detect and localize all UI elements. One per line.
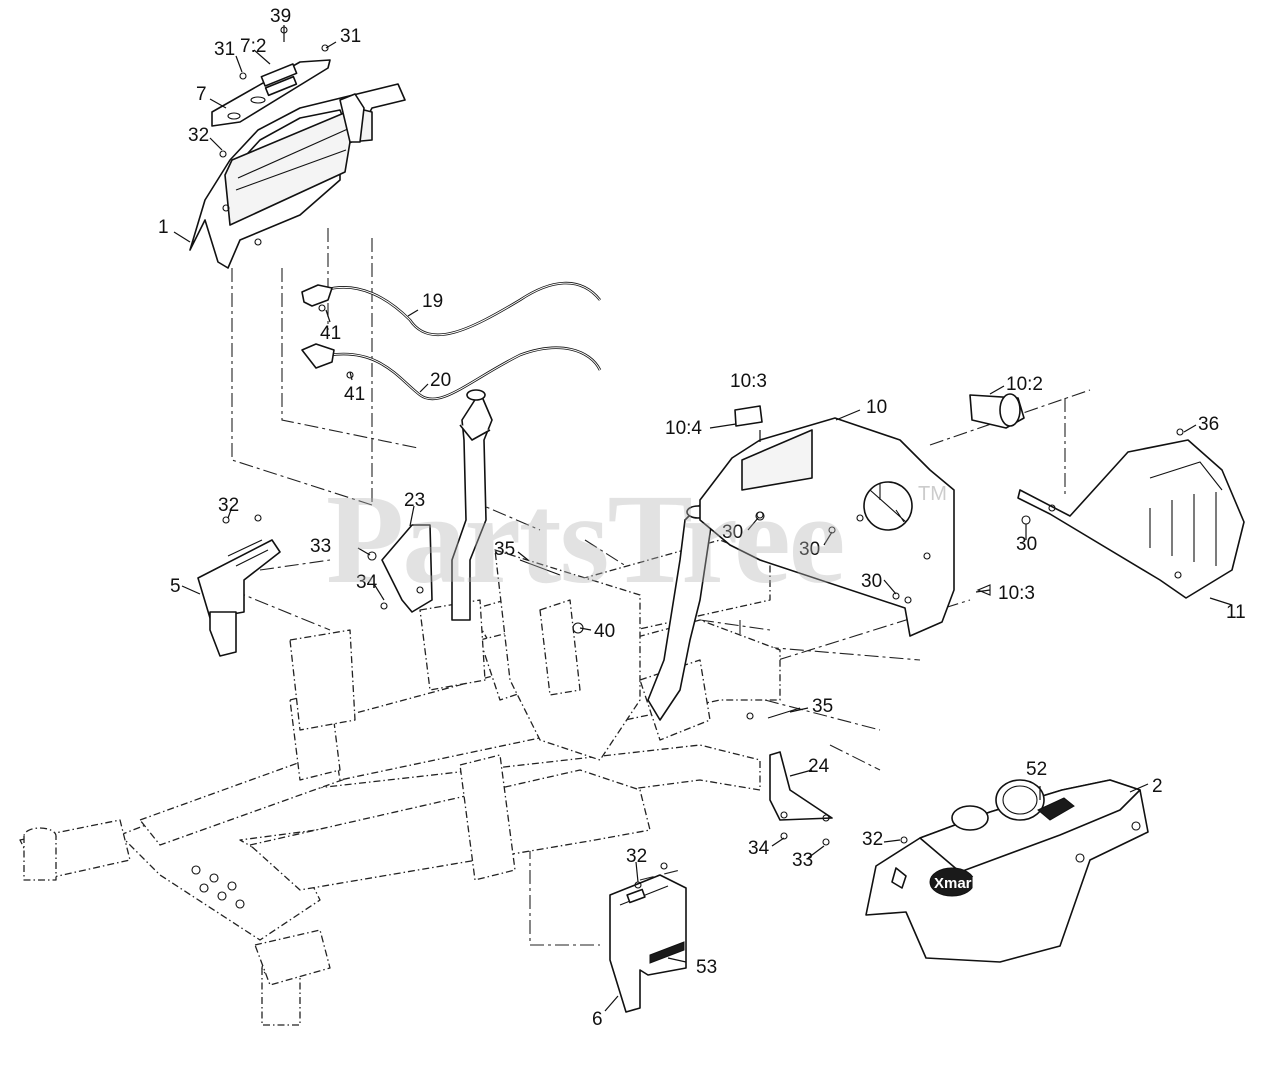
callout-10-4: 10:4 [665,418,702,439]
callout-19: 19 [422,291,443,312]
callout-7-2: 7:2 [240,36,266,57]
callout-11: 11 [1226,602,1246,623]
callout-31-right: 31 [340,26,361,47]
part-6-cover [609,874,687,1013]
callout-23: 23 [404,490,425,511]
callout-34-a: 34 [356,572,378,593]
part-11-shield [1017,439,1245,599]
callout-32-a: 32 [188,125,209,146]
callout-30-a: 30 [722,522,743,543]
part-2-console: Xmark [865,779,1149,963]
callout-32-d: 32 [862,829,883,850]
callout-10-2: 10:2 [1006,374,1043,395]
callout-41-b: 41 [344,384,365,405]
callout-10-3-top: 10:3 [730,371,767,392]
callout-34-b: 34 [748,838,770,859]
cables [301,281,602,401]
callout-31-left: 31 [214,39,235,60]
watermark: PartsTree TM [326,468,947,610]
callout-10-3-right: 10:3 [998,583,1035,604]
callout-33-a: 33 [310,536,331,557]
callout-35-a: 35 [494,539,515,560]
leader-lines [173,25,1233,1012]
callout-6: 6 [592,1009,603,1030]
callout-20: 20 [430,370,451,391]
callout-2: 2 [1152,776,1163,797]
callout-5: 5 [170,576,181,597]
callout-36: 36 [1198,414,1219,435]
callout-30-d: 30 [1016,534,1037,555]
part-23-bracket [381,524,433,613]
part-7-plate [211,59,331,127]
callout-7: 7 [196,84,207,105]
callout-41-a: 41 [320,323,341,344]
callout-35-b: 35 [812,696,833,717]
callout-30-b: 30 [799,539,820,560]
part-10-shield [699,393,1025,637]
part-24-bracket [769,751,833,822]
callout-39: 39 [270,6,291,27]
callout-30-c: 30 [861,571,882,592]
callout-32-b: 32 [218,495,239,516]
watermark-text: PartsTree [326,468,843,610]
callout-52: 52 [1026,759,1047,780]
callout-24: 24 [808,756,830,777]
callout-32-c: 32 [626,846,647,867]
callout-33-b: 33 [792,850,813,871]
chassis-frame [19,539,781,1026]
callouts: 1 2 5 6 7 7:2 10 10:2 10:3 10:3 10:4 11 … [158,6,1246,1030]
brand-label: Xmark [934,875,981,892]
callout-40: 40 [594,621,615,642]
callout-1: 1 [158,217,169,238]
part-5-cover [197,539,281,657]
callout-53: 53 [696,957,717,978]
part-1-console [189,83,406,269]
callout-10: 10 [866,397,887,418]
watermark-trademark: TM [918,483,947,505]
